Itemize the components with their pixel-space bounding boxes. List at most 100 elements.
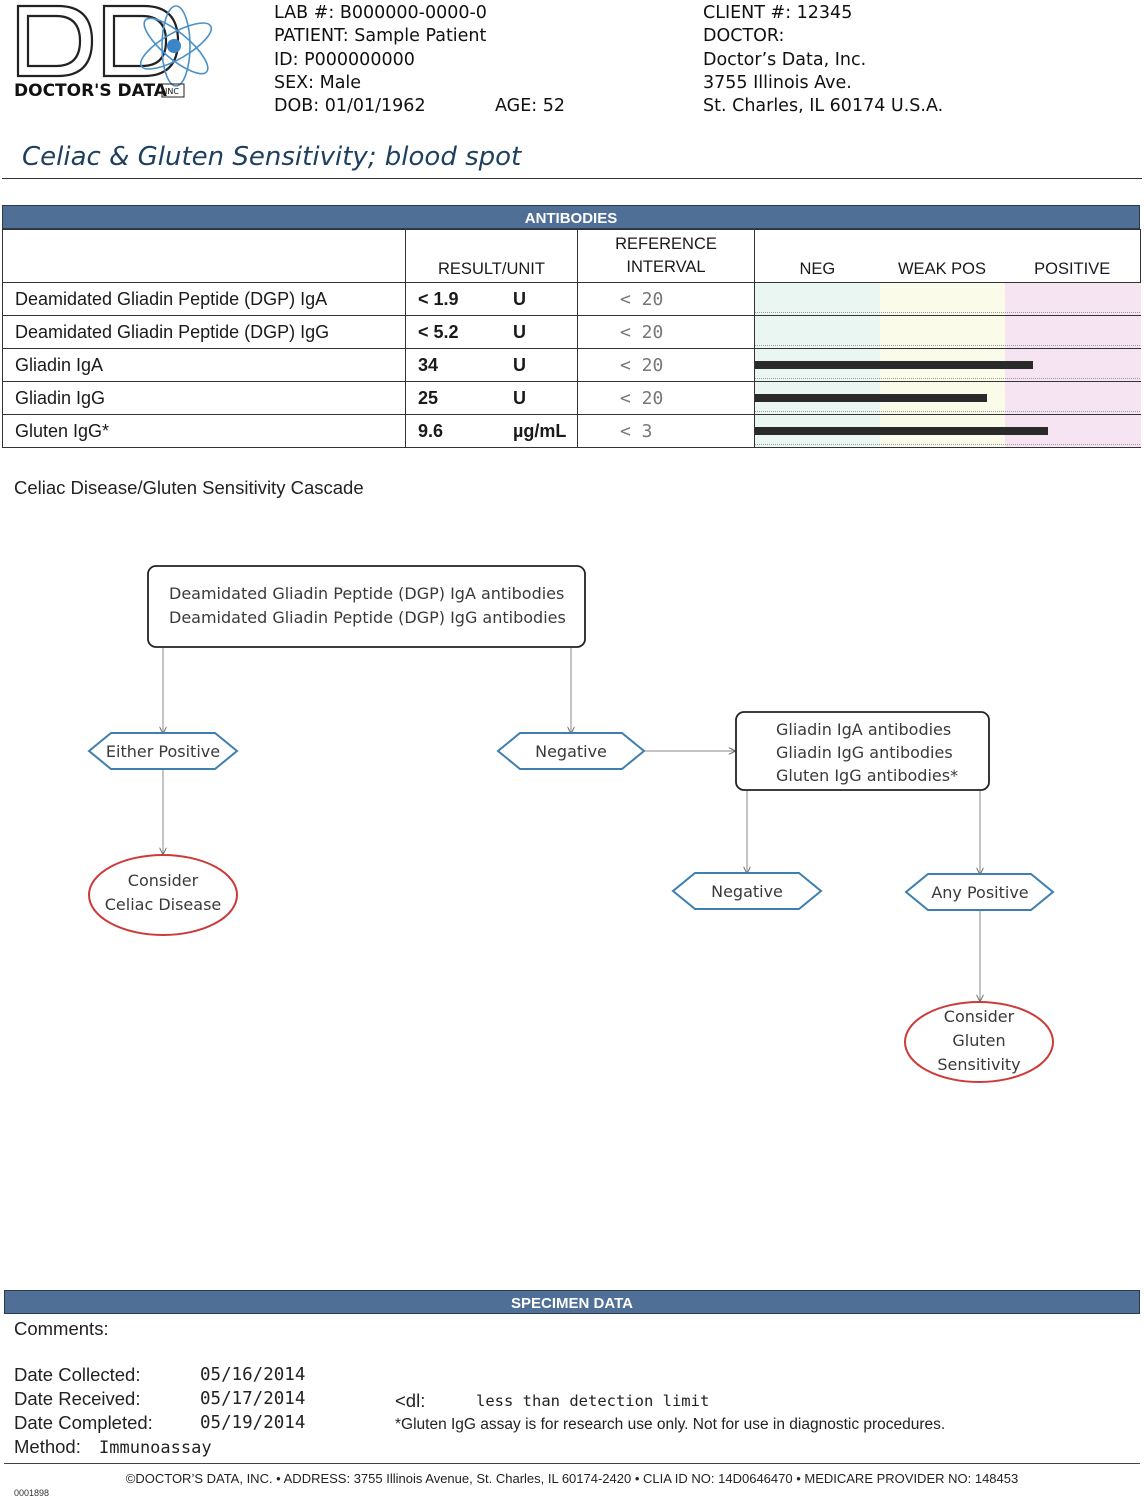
- zone-neg: [755, 316, 880, 348]
- row-dotted-line: [755, 444, 1140, 445]
- negative-hexagon-2: [671, 872, 823, 910]
- result-value: 9.6: [418, 420, 444, 441]
- reference-interval: < 20: [577, 315, 755, 349]
- client-number: CLIENT #: 12345: [703, 3, 853, 23]
- analyte-name: Gliadin IgA: [2, 348, 406, 382]
- result-graph: [754, 414, 1141, 448]
- clinic-name: Doctor’s Data, Inc.: [703, 49, 867, 70]
- doctors-data-logo: DOCTOR'S DATA INC: [14, 4, 213, 101]
- result-cell: < 5.2 U: [405, 315, 578, 349]
- either-positive-label: Either Positive: [106, 742, 220, 761]
- row-dotted-line: [755, 411, 1140, 412]
- result-unit: µg/mL: [513, 420, 567, 441]
- consider-gluten-line-2: Gluten: [952, 1031, 1005, 1050]
- result-bar: [755, 394, 987, 402]
- analyte-name: Gluten IgG*: [2, 414, 406, 448]
- date-collected-label: Date Collected:: [14, 1364, 141, 1385]
- negative-label-2: Negative: [711, 882, 783, 901]
- second-box-line-2: Gliadin IgG antibodies: [776, 743, 953, 762]
- result-unit: U: [513, 321, 526, 342]
- dgp-box-line-1: Deamidated Gliadin Peptide (DGP) IgA ant…: [169, 584, 564, 603]
- zone-weak: [880, 283, 1005, 315]
- analyte-name: Deamidated Gliadin Peptide (DGP) IgA: [2, 282, 406, 316]
- antibodies-header-row: RESULT/UNIT REFERENCE INTERVAL NEG WEAK …: [2, 229, 1141, 283]
- consider-gluten-line-3: Sensitivity: [937, 1055, 1020, 1074]
- logo-company-text: DOCTOR'S DATA: [14, 81, 168, 101]
- dgp-box-line-2: Deamidated Gliadin Peptide (DGP) IgG ant…: [169, 608, 566, 627]
- result-bar: [755, 427, 1048, 435]
- dl-text: less than detection limit: [476, 1392, 710, 1410]
- zone-positive: [1005, 382, 1141, 414]
- dl-key: <dl:: [395, 1390, 426, 1411]
- result-graph: [754, 315, 1141, 349]
- specimen-data-band: SPECIMEN DATA: [4, 1290, 1140, 1314]
- reference-interval: < 20: [577, 348, 755, 382]
- date-received-value: 05/17/2014: [200, 1389, 306, 1409]
- result-unit-header: RESULT/UNIT: [405, 229, 578, 283]
- zone-weak-label: WEAK POS: [897, 260, 987, 278]
- doctor-label: DOCTOR:: [703, 26, 785, 47]
- footer-text: ©DOCTOR’S DATA, INC. • ADDRESS: 3755 Ill…: [125, 1471, 1019, 1486]
- antibodies-table: RESULT/UNIT REFERENCE INTERVAL NEG WEAK …: [2, 229, 1141, 448]
- patient-id: ID: P000000000: [274, 49, 415, 70]
- title-rule: [2, 178, 1142, 179]
- lab-number: LAB #: B000000-0000-0: [274, 3, 487, 23]
- row-dotted-line: [755, 312, 1140, 313]
- zone-positive-label: POSITIVE: [1034, 260, 1111, 278]
- result-unit: U: [513, 288, 526, 309]
- negative-label-1: Negative: [535, 742, 607, 761]
- method-label: Method:: [14, 1436, 81, 1457]
- any-positive-hexagon: [904, 873, 1055, 911]
- zone-positive: [1005, 283, 1141, 315]
- patient-info: LAB #: B000000-0000-0 PATIENT: Sample Pa…: [274, 2, 487, 118]
- cascade-flowchart: Deamidated Gliadin Peptide (DGP) IgA ant…: [87, 565, 1055, 1083]
- antibody-row: Gluten IgG* 9.6 µg/mL < 3: [2, 414, 1141, 448]
- any-positive-label: Any Positive: [931, 883, 1028, 902]
- zone-neg-label: NEG: [799, 260, 836, 278]
- reference-header-line-1: REFERENCE: [615, 235, 717, 253]
- client-info: CLIENT #: 12345 DOCTOR: Doctor’s Data, I…: [703, 2, 943, 118]
- form-number: 0001898: [14, 1488, 50, 1498]
- method-value: Immunoassay: [99, 1438, 212, 1458]
- zone-weak: [880, 316, 1005, 348]
- patient-age: AGE: 52: [495, 96, 566, 116]
- clinic-address-1: 3755 Illinois Ave.: [703, 72, 852, 93]
- analyte-name: Gliadin IgG: [2, 381, 406, 415]
- result-unit: U: [513, 387, 526, 408]
- consider-celiac-line-1: Consider: [128, 871, 199, 890]
- antibody-row: Deamidated Gliadin Peptide (DGP) IgG< 5.…: [2, 315, 1141, 349]
- row-dotted-line: [755, 378, 1140, 379]
- zone-header: NEG WEAK POS POSITIVE: [754, 229, 1141, 283]
- consider-celiac-ellipse: [88, 854, 238, 936]
- footer-rule: [4, 1463, 1140, 1464]
- reference-interval: < 20: [577, 282, 755, 316]
- zone-neg: [755, 283, 880, 315]
- date-completed-label: Date Completed:: [14, 1412, 153, 1433]
- patient-name: PATIENT: Sample Patient: [274, 26, 487, 47]
- result-graph: [754, 381, 1141, 415]
- result-value: < 5.2: [418, 321, 459, 342]
- dgp-antibodies-box: [147, 565, 586, 648]
- date-received-label: Date Received:: [14, 1388, 141, 1409]
- date-collected-value: 05/16/2014: [200, 1365, 306, 1385]
- gliadin-gluten-box: [735, 711, 990, 791]
- reference-interval: < 20: [577, 381, 755, 415]
- either-positive-hexagon: [87, 732, 239, 770]
- patient-dob: DOB: 01/01/1962: [274, 96, 426, 117]
- result-bar: [755, 361, 1033, 369]
- reference-interval: < 3: [577, 414, 755, 448]
- comments-label: Comments:: [14, 1318, 109, 1339]
- consider-celiac-line-2: Celiac Disease: [105, 895, 222, 914]
- result-graph: [754, 282, 1141, 316]
- second-box-line-1: Gliadin IgA antibodies: [776, 720, 951, 739]
- result-unit: U: [513, 354, 526, 375]
- result-graph: [754, 348, 1141, 382]
- cascade-label: Celiac Disease/Gluten Sensitivity Cascad…: [14, 477, 364, 498]
- row-dotted-line: [755, 345, 1140, 346]
- logo-inc-text: INC: [165, 87, 179, 96]
- patient-sex: SEX: Male: [274, 72, 362, 93]
